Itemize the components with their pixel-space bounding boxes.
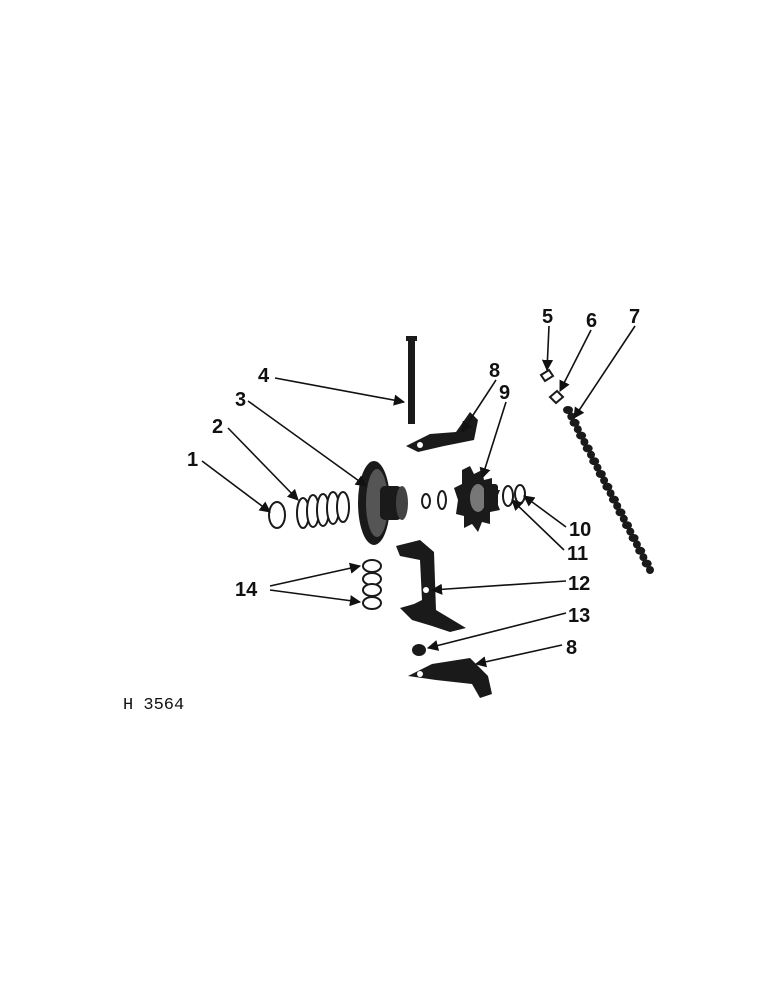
chain-link (641, 559, 652, 568)
chain-link (576, 431, 587, 440)
chain-link (619, 514, 628, 523)
stacked-washers-part (362, 559, 382, 610)
callout-11: 11 (567, 543, 588, 565)
leader-12 (430, 580, 567, 595)
upper-bracket-part (406, 412, 478, 452)
chain-link (563, 406, 573, 414)
chain-link (632, 540, 641, 549)
leader-11 (511, 499, 565, 551)
chain-part (563, 406, 654, 574)
leader-3 (247, 400, 367, 487)
leader-14b (269, 589, 362, 607)
callout-7: 7 (629, 306, 640, 328)
leader-13 (426, 612, 567, 651)
chain-link (639, 553, 648, 562)
chain-link (635, 546, 646, 555)
chain-link (622, 521, 632, 530)
ring-part (268, 501, 286, 529)
flanged-disc-part (358, 461, 408, 545)
chain-link (646, 566, 654, 574)
chain-link (589, 457, 600, 466)
callout-3: 3 (235, 389, 246, 411)
washer-part (502, 485, 514, 507)
callout-2: 2 (212, 416, 223, 438)
chain-link (593, 463, 602, 472)
sprocket-part (454, 466, 500, 532)
chain-link (567, 412, 576, 421)
callout-labels: 1 2 3 4 5 6 7 8 9 10 11 12 13 14 8 (187, 306, 640, 659)
chain-link (600, 476, 609, 485)
chain-link (626, 527, 635, 536)
spring-part (296, 491, 350, 529)
clip-part (514, 484, 526, 504)
callout-10: 10 (569, 519, 591, 541)
chain-link (595, 470, 606, 478)
nut-part (548, 389, 565, 405)
chain-link (582, 444, 593, 453)
callout-5: 5 (542, 306, 553, 328)
arm-part (396, 540, 466, 632)
leader-10 (523, 495, 567, 528)
leader-lines (201, 325, 636, 668)
callout-8-lower: 8 (566, 637, 577, 659)
key-part (539, 368, 555, 383)
bushing-part (412, 644, 426, 656)
leader-5 (541, 325, 554, 372)
chain-link (580, 438, 589, 446)
leader-4 (274, 377, 406, 406)
callout-13: 13 (568, 605, 590, 627)
callout-1: 1 (187, 449, 198, 471)
reference-code: H 3564 (123, 696, 184, 715)
leader-8b (474, 644, 563, 668)
chain-link (608, 495, 619, 504)
leader-9 (479, 401, 507, 480)
chain-link (628, 534, 639, 542)
small-washers-part (421, 490, 447, 510)
callout-9: 9 (499, 382, 510, 404)
leader-8a (461, 379, 497, 433)
chain-link (573, 425, 582, 434)
leader-14a (269, 562, 362, 587)
callout-14: 14 (235, 579, 258, 601)
chain-link (606, 489, 615, 498)
callout-8-upper: 8 (489, 360, 500, 382)
chain-link (602, 482, 613, 491)
chain-link (569, 418, 580, 427)
leader-2 (227, 427, 299, 501)
callout-12: 12 (568, 573, 590, 595)
leader-7 (573, 325, 636, 419)
rod-part (406, 336, 417, 424)
leader-6 (559, 329, 592, 392)
callout-6: 6 (586, 310, 597, 332)
callout-4: 4 (258, 365, 270, 387)
leader-1 (201, 460, 271, 513)
chain-link (587, 450, 595, 459)
lower-bracket-part (408, 658, 492, 698)
chain-link (615, 508, 626, 517)
chain-link (613, 502, 622, 510)
